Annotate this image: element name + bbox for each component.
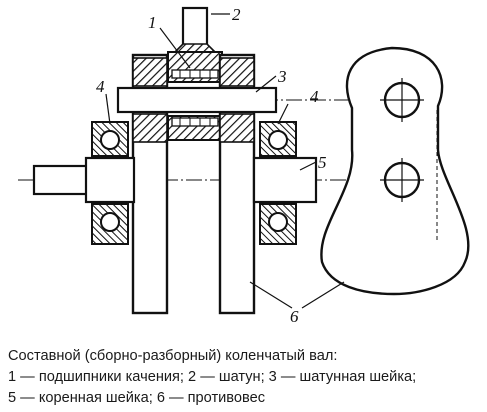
counterweight-side-view: [320, 46, 470, 296]
right-rolling-bearing: [259, 121, 297, 245]
callout-4-right: 4: [310, 87, 319, 106]
callout-2: 2: [232, 5, 241, 24]
left-rolling-bearing: [91, 121, 129, 245]
callout-4-left: 4: [96, 77, 105, 96]
crankshaft-diagram: 1 2 3 4 4 5 6: [18, 5, 470, 326]
callout-1: 1: [148, 13, 157, 32]
callout-3: 3: [277, 67, 287, 86]
caption-title: Составной (сборно-разборный) коленчатый …: [8, 348, 338, 364]
connecting-rod: [167, 6, 223, 141]
right-main-journal: [252, 156, 318, 204]
callout-6: 6: [290, 307, 299, 326]
crank-pin: [116, 86, 278, 114]
callout-5: 5: [318, 153, 327, 172]
caption-legend-line2: 5 — коренная шейка; 6 — противовес: [8, 390, 265, 406]
caption-legend-line1: 1 — подшипники качения; 2 — шатун; 3 — ш…: [8, 369, 417, 385]
leader-lines: [105, 13, 345, 309]
left-main-journal: [32, 156, 136, 204]
